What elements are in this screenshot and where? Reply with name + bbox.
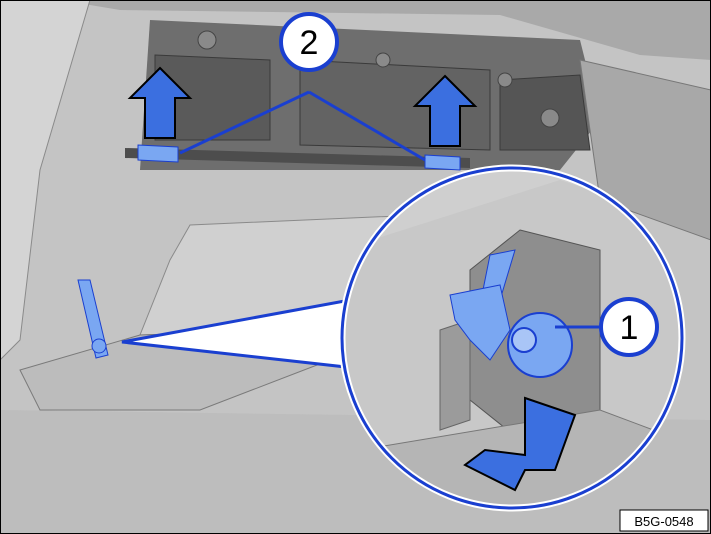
reference-code-box: B5G-0548 — [619, 509, 709, 532]
magnifier-outline — [340, 166, 684, 510]
up-arrow-icon — [127, 66, 193, 139]
rail — [125, 148, 470, 168]
callout-2-leader — [308, 90, 426, 162]
screw-head — [197, 30, 217, 50]
vent-area — [579, 59, 711, 241]
callout-2-leader — [179, 90, 310, 155]
right-clip — [424, 154, 461, 171]
up-arrow-icon — [412, 74, 478, 147]
screw-head — [375, 52, 391, 68]
callout-1-label: 1 — [620, 309, 639, 347]
mag-slot — [439, 319, 471, 431]
mag-hinge-body — [449, 284, 511, 361]
dashboard-left-pillar — [0, 0, 91, 361]
callout-2-label: 2 — [300, 24, 319, 62]
screw-head — [540, 108, 560, 128]
left-strut — [77, 279, 109, 359]
screw-head — [497, 72, 513, 88]
down-arrow-icon — [463, 396, 577, 492]
dashboard-top — [0, 0, 711, 60]
strut-pivot — [91, 338, 107, 354]
callout-1: 1 — [599, 297, 659, 357]
left-clip — [137, 144, 179, 163]
reference-code: B5G-0548 — [634, 514, 693, 529]
mag-hinge-hub — [511, 327, 537, 353]
callout-2: 2 — [279, 12, 339, 72]
